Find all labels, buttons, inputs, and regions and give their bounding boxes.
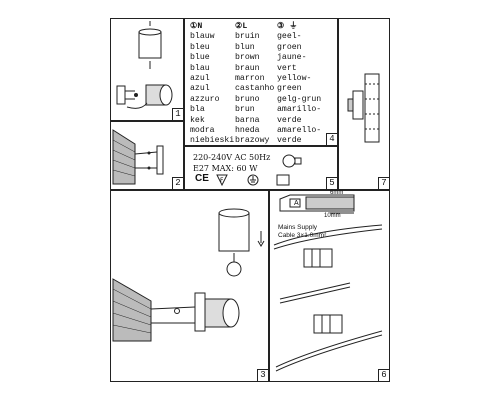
wall-mounted-lamp-drawing xyxy=(347,73,380,143)
strip-length-top: 6mm xyxy=(330,190,344,196)
table-cell: geel-groen xyxy=(277,32,302,52)
neutral-header: ①N xyxy=(190,22,203,31)
live-header: ②L xyxy=(235,22,248,31)
table-cell: modra xyxy=(190,126,215,136)
table-cell: blue xyxy=(190,53,210,63)
voltage-rating: 220-240V AC 50Hz xyxy=(193,153,271,162)
lamp-rating: E27 MAX: 60 W xyxy=(193,164,258,173)
table-cell: bruin xyxy=(235,32,260,42)
table-cell: azul xyxy=(190,84,210,94)
panel-2: 2 xyxy=(110,121,184,190)
table-cell: amarello-verde xyxy=(277,126,322,146)
table-cell: niebieski xyxy=(190,136,235,146)
cable-label-line1: Mains Supply xyxy=(278,224,318,231)
panel-5: 220-240V AC 50Hz E27 MAX: 60 W CE F 5 xyxy=(184,146,338,190)
table-cell: kek xyxy=(190,115,205,125)
panel-number: 3 xyxy=(257,369,268,381)
table-cell: bleu xyxy=(190,42,210,52)
cable-stripping-drawing xyxy=(279,194,355,214)
table-cell: castanho xyxy=(235,84,275,94)
bulb-icon xyxy=(282,154,302,168)
ce-mark-icon: CE xyxy=(195,173,209,184)
table-cell: blau xyxy=(190,63,210,73)
table-cell: brun xyxy=(235,105,255,115)
table-cell: hneda xyxy=(235,126,260,136)
assembly-drawing xyxy=(112,208,265,342)
neutral-column: ①N blauw bleu blue blau azul azul azzuro… xyxy=(190,22,234,147)
table-cell: jaune-vert xyxy=(277,53,307,73)
table-cell: brazowy xyxy=(235,136,270,146)
panel-7: 7 xyxy=(338,18,390,190)
panel-number: 1 xyxy=(172,108,183,120)
wall-drilling-drawing xyxy=(112,129,164,185)
panel-3: 3 xyxy=(110,190,269,382)
safety-symbols: F xyxy=(216,174,290,187)
panel-number: 6 xyxy=(378,369,389,381)
cable-label-line2: Cable 3×1.0mm² xyxy=(278,232,327,239)
table-cell: brown xyxy=(235,53,260,63)
table-cell: bla xyxy=(190,105,205,115)
fixture-mount-drawing xyxy=(116,21,173,109)
table-cell: blauw xyxy=(190,32,215,42)
strip-length-bottom: 10mm xyxy=(324,213,341,219)
table-cell: azul xyxy=(190,74,210,84)
earth-header: ③ ⏚ xyxy=(277,22,298,31)
rating-text: 220-240V AC 50Hz E27 MAX: 60 W xyxy=(193,152,270,174)
table-cell: azzuro xyxy=(190,94,220,104)
table-cell: gelg-grun xyxy=(277,94,322,104)
panel-number: 7 xyxy=(378,177,389,189)
table-cell: marron xyxy=(235,74,265,84)
svg-text:F: F xyxy=(220,177,224,184)
panel-6: 6mm 10mm A Mains Supply Cable 3×1.0mm² 6 xyxy=(269,190,390,382)
panel-number: 5 xyxy=(326,177,337,189)
table-cell: barna xyxy=(235,115,260,125)
table-cell: blun xyxy=(235,42,255,52)
table-cell: yellow-green xyxy=(277,74,312,94)
live-column: ②L bruin blun brown braun marron castanh… xyxy=(235,22,274,147)
terminal-block-drawing xyxy=(273,224,383,372)
table-cell: bruno xyxy=(235,94,260,104)
panel-number: 4 xyxy=(326,133,337,145)
panel-number: 2 xyxy=(172,177,183,189)
step-letter: A xyxy=(294,200,299,207)
table-cell: braun xyxy=(235,63,260,73)
table-cell: amarillo-verde xyxy=(277,105,322,125)
panel-1: 1 xyxy=(110,18,184,121)
panel-4: ①N blauw bleu blue blau azul azul azzuro… xyxy=(184,18,338,239)
